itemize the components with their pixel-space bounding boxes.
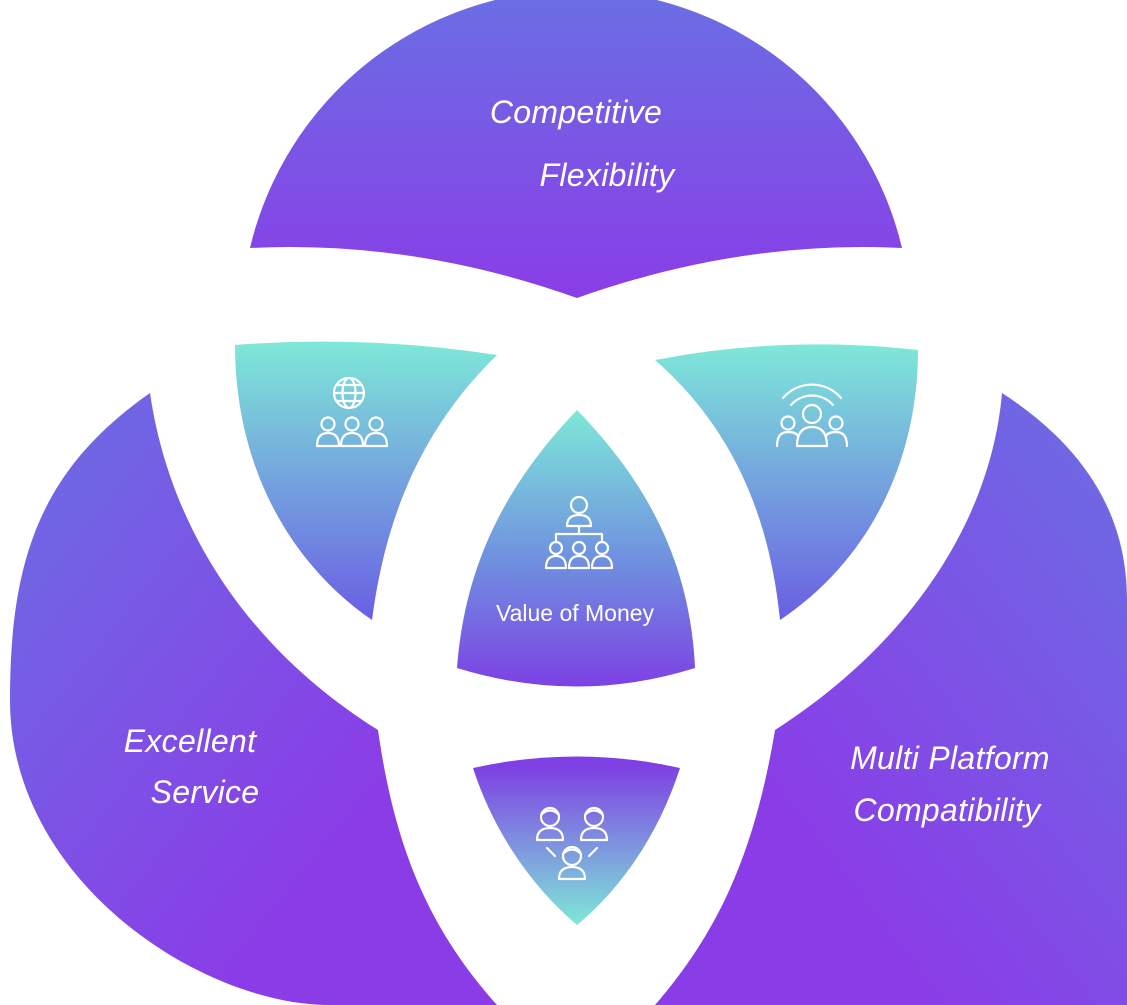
- circle-top: [250, 0, 902, 298]
- overlap-bottom: [473, 756, 680, 925]
- right-label-line2: Compatibility: [853, 792, 1042, 828]
- global-team-icon: [315, 376, 389, 448]
- team-hierarchy-icon: [544, 495, 614, 570]
- team-collaboration-icon: [535, 806, 609, 881]
- left-label-line1: Excellent: [124, 723, 257, 759]
- right-label-line1: Multi Platform: [850, 740, 1050, 776]
- overlap-top-left: [235, 341, 497, 620]
- top-label-line1: Competitive: [490, 94, 662, 130]
- overlap-center: [457, 410, 695, 687]
- circle-right: [655, 393, 1127, 1005]
- top-label-line2: Flexibility: [540, 157, 677, 193]
- circle-left: [10, 393, 497, 1005]
- center-label: Value of Money: [496, 600, 655, 626]
- left-label-line2: Service: [151, 774, 260, 810]
- wifi-group-icon: [775, 383, 849, 448]
- overlap-top-right: [655, 344, 918, 620]
